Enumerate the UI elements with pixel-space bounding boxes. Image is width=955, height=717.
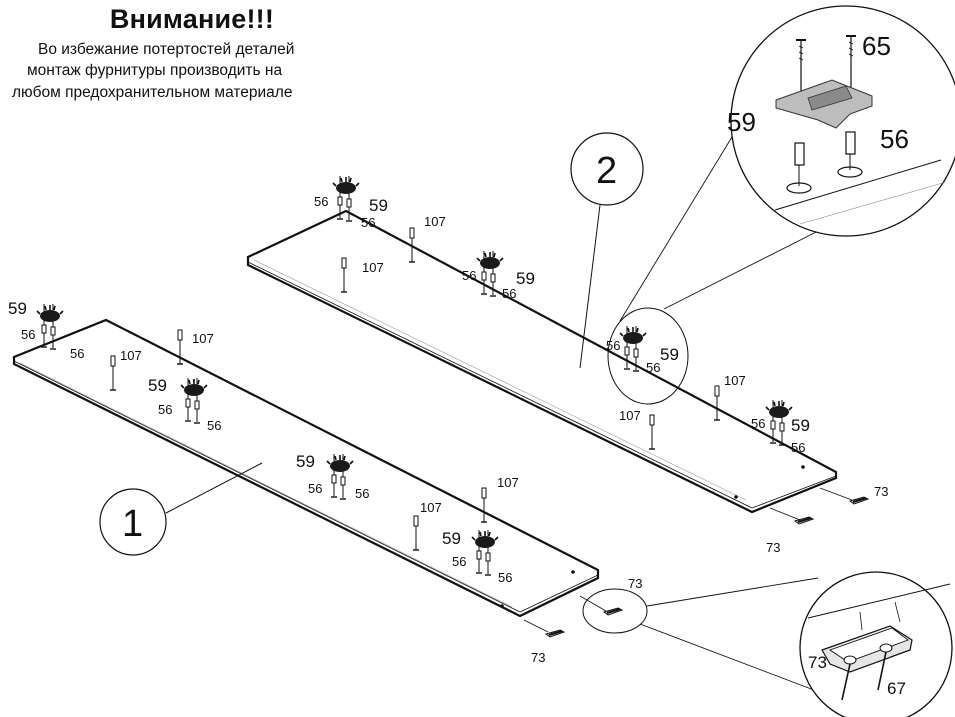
- label-107: 107: [424, 214, 446, 229]
- label-56: 56: [498, 570, 512, 585]
- label-56: 56: [158, 402, 172, 417]
- label-56: 56: [355, 486, 369, 501]
- label-59: 59: [516, 269, 535, 288]
- panel-2-number: 2: [596, 150, 617, 192]
- label-56: 56: [207, 418, 221, 433]
- label-65: 65: [862, 31, 891, 61]
- label-107: 107: [497, 475, 519, 490]
- label-107: 107: [120, 348, 142, 363]
- connector-73-p1-b: [603, 607, 623, 616]
- label-73: 73: [874, 484, 888, 499]
- label-73: 73: [808, 653, 827, 672]
- label-107: 107: [420, 500, 442, 515]
- warning-line-1: Во избежание потертостей деталей: [38, 41, 295, 58]
- label-107: 107: [724, 373, 746, 388]
- label-73: 73: [531, 650, 545, 665]
- label-56: 56: [361, 215, 375, 230]
- label-56: 56: [880, 124, 909, 154]
- label-67: 67: [887, 679, 906, 698]
- label-107: 107: [192, 331, 214, 346]
- connector-73-p2-b: [849, 496, 869, 505]
- label-59: 59: [791, 416, 810, 435]
- label-56: 56: [308, 481, 322, 496]
- callout-panel-2: [570, 132, 644, 369]
- label-107: 107: [619, 408, 641, 423]
- panel-1: [12, 318, 600, 618]
- panel-1-number: 1: [122, 503, 143, 545]
- label-56: 56: [791, 440, 805, 455]
- label-56: 56: [502, 286, 516, 301]
- label-73: 73: [628, 576, 642, 591]
- warning-line-2: монтаж фурнитуры производить на: [27, 62, 283, 79]
- label-56: 56: [462, 268, 476, 283]
- warning-title: Внимание!!!: [109, 4, 275, 34]
- label-56: 56: [452, 554, 466, 569]
- detail-circle-fitting: [607, 5, 955, 405]
- label-107: 107: [362, 260, 384, 275]
- panel-2: [246, 209, 838, 514]
- label-73: 73: [766, 540, 780, 555]
- label-59: 59: [148, 376, 167, 395]
- label-59: 59: [442, 529, 461, 548]
- warning-line-3: любом предохранительном материале: [12, 84, 293, 101]
- label-56: 56: [646, 360, 660, 375]
- label-56: 56: [70, 346, 84, 361]
- label-56: 56: [314, 194, 328, 209]
- label-56: 56: [606, 338, 620, 353]
- label-56: 56: [751, 416, 765, 431]
- connector-73-p1-a: [545, 629, 565, 638]
- connector-73-p2-a: [794, 516, 814, 525]
- detail-circle-connector: [582, 571, 953, 717]
- callout-panel-1: [99, 462, 263, 556]
- label-59: 59: [369, 196, 388, 215]
- label-59: 59: [727, 107, 756, 137]
- label-59: 59: [660, 345, 679, 364]
- label-59: 59: [296, 452, 315, 471]
- label-56: 56: [21, 327, 35, 342]
- label-59: 59: [8, 299, 27, 318]
